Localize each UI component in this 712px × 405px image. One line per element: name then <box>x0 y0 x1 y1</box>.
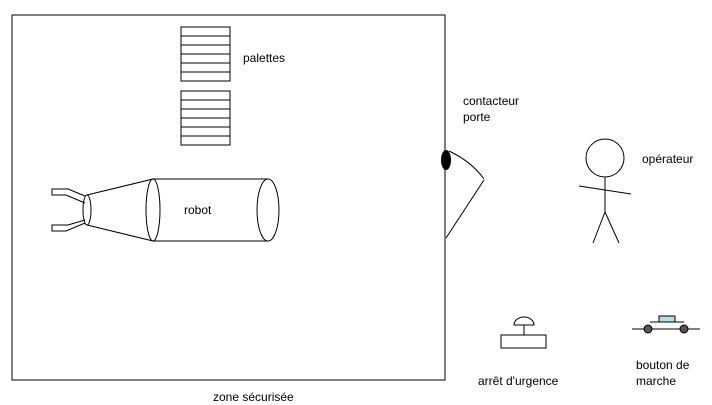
arret-urgence-label: arrêt d'urgence <box>478 374 559 388</box>
operator-stick-figure-icon <box>578 138 632 244</box>
zone-securisee-label: zone sécurisée <box>213 390 294 404</box>
bouton-label-line2: marche <box>636 374 676 388</box>
robot-arm-icon <box>51 178 280 242</box>
operateur-label: opérateur <box>642 152 693 166</box>
robot-label: robot <box>184 203 212 217</box>
pallet-stack-bottom <box>180 90 231 146</box>
bouton-label-line1: bouton de <box>636 358 690 372</box>
secure-zone-boundary <box>11 14 446 381</box>
door-swing-arc <box>448 150 485 180</box>
contacteur-label-line1: contacteur <box>463 94 519 108</box>
door-leaf <box>445 179 485 239</box>
pallet-stack-top <box>180 26 231 82</box>
emergency-stop-icon <box>500 316 547 349</box>
door-contact-icon <box>441 150 451 170</box>
contacteur-label-line2: porte <box>463 110 491 124</box>
start-push-button-icon <box>632 315 700 334</box>
palettes-label: palettes <box>243 51 285 65</box>
